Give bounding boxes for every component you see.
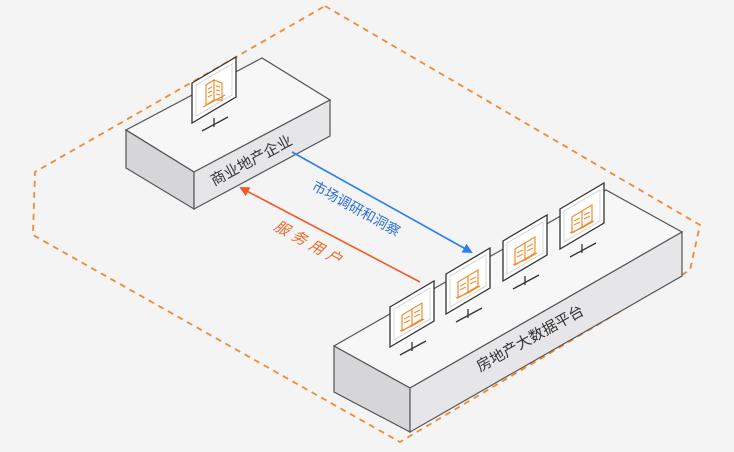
service-label: 服 务 用 户 bbox=[271, 217, 346, 269]
enterprise-block bbox=[124, 57, 332, 211]
boundary-dashed-outline bbox=[32, 4, 702, 444]
service-arrow bbox=[239, 187, 421, 283]
platform-block bbox=[332, 189, 684, 434]
research-arrow bbox=[291, 151, 473, 253]
